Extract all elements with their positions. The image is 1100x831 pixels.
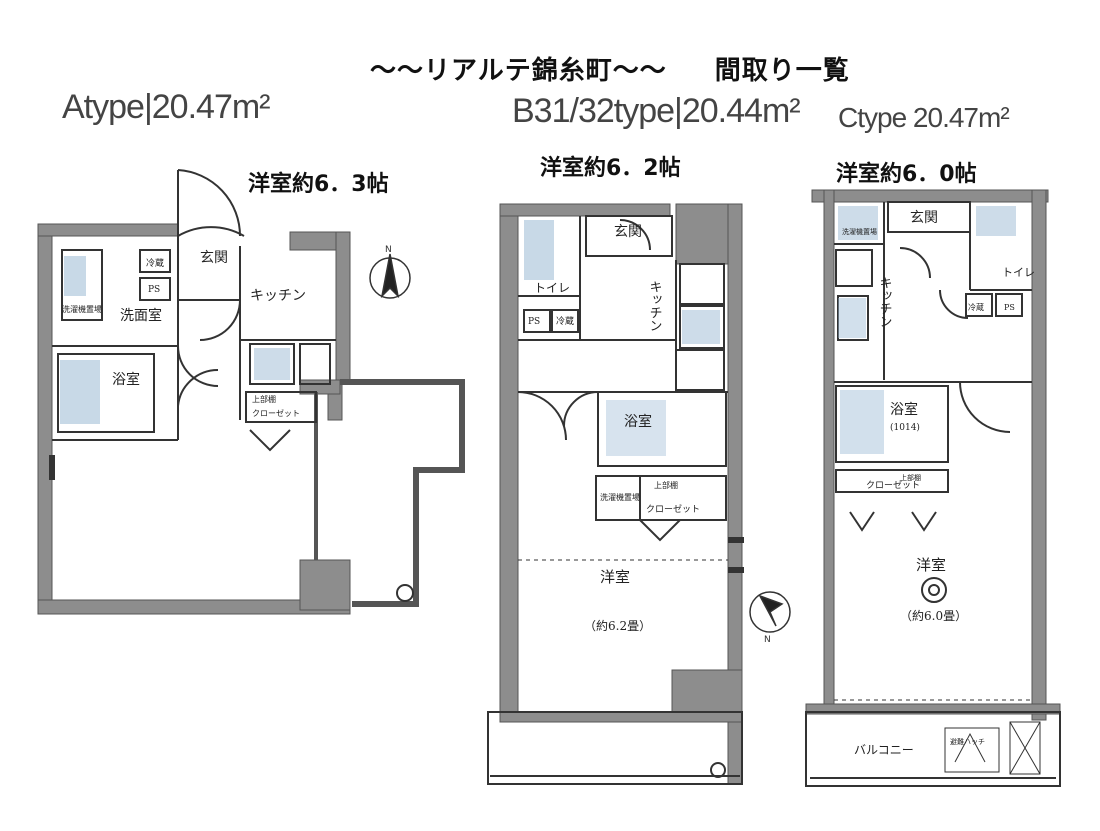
plan-c-ps-label: PS xyxy=(1004,303,1015,312)
plan-a-ps-label: PS xyxy=(148,285,160,295)
plan-b-toilet-label: トイレ xyxy=(534,281,570,295)
layout-list-label: 間取り一覧 xyxy=(714,56,850,86)
plan-c-bath-label: 浴室 xyxy=(890,401,918,418)
plan-a-bath-label: 浴室 xyxy=(112,371,140,388)
plan-b-type-label: B31/32type|20.44m² xyxy=(512,92,801,130)
plan-c-hatch-label: 避難ハッチ xyxy=(950,737,985,746)
north-arrow-icon: N xyxy=(369,245,411,299)
plan-c-upper-shelf-label: 上部棚 xyxy=(900,473,921,482)
plan-c-fridge-label: 冷蔵 xyxy=(968,302,984,312)
plan-c-toilet-label: トイレ xyxy=(1002,266,1035,279)
plan-c-bath-size: (1014) xyxy=(890,422,920,433)
plan-c-type-label: Ctype 20.47m² xyxy=(838,102,1010,133)
plan-b-western-label: 洋室 xyxy=(600,568,630,586)
plan-c-entrance-label: 玄関 xyxy=(910,209,938,226)
svg-text:N: N xyxy=(385,245,392,255)
plan-c-area-note: 洋室約6．0帖 xyxy=(836,162,977,187)
plan-a-washroom-label: 洗面室 xyxy=(120,307,162,324)
plan-c: 玄関 トイレ キッチン 浴室 (1014) 洋室 （約6.0畳） クローゼット … xyxy=(805,189,1061,787)
plan-b-walls xyxy=(499,203,743,785)
plan-c-laundry-label: 洗濯機置場 xyxy=(842,227,877,236)
plan-b-entrance-label: 玄関 xyxy=(614,223,642,240)
plan-b-bath-label: 浴室 xyxy=(624,413,652,430)
plan-c-balcony-label: バルコニー xyxy=(854,743,914,757)
plan-c-kitchen-label: キッチン xyxy=(877,276,892,328)
plan-b-kitchen-label: キッチン xyxy=(647,280,662,332)
plan-c-western-size: （約6.0畳） xyxy=(900,608,967,623)
plan-a-upper-shelf-label: 上部棚 xyxy=(252,394,276,404)
plan-b-laundry-label: 洗濯機置場 xyxy=(600,492,640,502)
plan-a-laundry-label: 洗濯機置場 xyxy=(62,304,102,314)
plan-a: 玄関 キッチン 洗面室 浴室 冷蔵 PS 洗濯機置場 上部棚 クローゼット N xyxy=(37,169,465,615)
building-name: ～～リアルテ錦糸町～～ xyxy=(370,56,667,86)
plan-c-closet-label: クローゼット xyxy=(866,479,920,491)
plan-a-kitchen-label: キッチン xyxy=(250,288,306,304)
plan-b-fridge-label: 冷蔵 xyxy=(556,315,574,327)
plan-a-area-note: 洋室約6．3帖 xyxy=(248,172,389,197)
page-title: ～～リアルテ錦糸町～～ 間取り一覧 xyxy=(370,50,850,87)
plan-c-western-label: 洋室 xyxy=(916,556,946,574)
plan-a-closet-label: クローゼット xyxy=(252,408,300,418)
plan-a-fridge-label: 冷蔵 xyxy=(146,257,164,269)
plan-c-walls xyxy=(805,189,1061,721)
plan-b-area-note: 洋室約6．2帖 xyxy=(540,156,681,181)
plan-a-entrance-label: 玄関 xyxy=(200,249,228,266)
plan-b-ps-label: PS xyxy=(528,317,540,327)
plan-b-upper-shelf-label: 上部棚 xyxy=(654,480,678,490)
plan-b: 玄関 トイレ キッチン 浴室 洋室 （約6.2畳） クローゼット 上部棚 洗濯機… xyxy=(487,203,791,785)
plan-b-western-size: （約6.2畳） xyxy=(584,618,651,633)
plan-b-closet-label: クローゼット xyxy=(646,503,700,515)
north-arrow-icon: N xyxy=(749,591,791,645)
svg-text:N: N xyxy=(764,635,771,645)
plan-a-type-label: Atype|20.47m² xyxy=(62,88,271,126)
